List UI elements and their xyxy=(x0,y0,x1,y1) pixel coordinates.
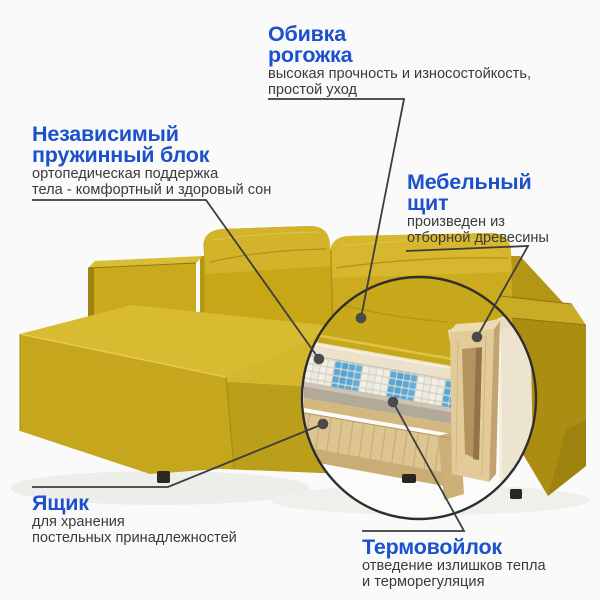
text-line: щит xyxy=(407,191,449,215)
pointer-line-springs xyxy=(32,199,320,360)
felt-layer xyxy=(304,382,452,424)
text-line: отборной древесины xyxy=(407,229,549,246)
sofa-feet xyxy=(157,471,522,499)
text-line: простой уход xyxy=(268,81,358,98)
chaise-section xyxy=(19,305,342,474)
text-line: Обивка xyxy=(268,22,346,46)
callout-dot-panel xyxy=(471,331,483,343)
pointer-dots xyxy=(313,312,483,430)
callout-felt: Термовойлок отведение излишков тепла и т… xyxy=(362,535,546,591)
text-line: и терморегуляция xyxy=(362,573,485,590)
callout-drawer-title: Ящик xyxy=(32,491,237,515)
text-line: произведен из xyxy=(407,214,505,230)
box-foot xyxy=(402,474,416,483)
pointer-line-fabric xyxy=(268,98,406,319)
storage-box xyxy=(302,411,464,500)
callout-fabric: Обивка рогожка высокая прочность и износ… xyxy=(268,22,532,99)
callout-panel: Мебельный щит произведен из отборной дре… xyxy=(407,170,549,247)
callout-panel-title: Мебельный щит xyxy=(407,170,549,215)
callout-dot-drawer xyxy=(317,418,329,430)
cutaway-circle xyxy=(300,275,538,521)
callout-dot-fabric xyxy=(355,312,367,324)
callout-springs-title: Независимый пружинный блок xyxy=(32,122,271,167)
pointer-line-drawer xyxy=(32,423,324,488)
text-line: высокая прочность и износостойкость, xyxy=(268,66,532,82)
text-line: пружинный блок xyxy=(32,143,210,167)
callout-drawer-desc: для хранения постельных принадлежностей xyxy=(32,514,237,547)
callout-dot-felt xyxy=(387,396,399,408)
pointer-line-felt xyxy=(362,401,466,532)
text-line: рогожка xyxy=(268,43,353,67)
callout-dot-springs xyxy=(313,353,325,365)
callout-drawer: Ящик для хранения постельных принадлежно… xyxy=(32,491,237,547)
text-line: тела - комфортный и здоровый сон xyxy=(32,181,272,198)
text-line: Термовойлок xyxy=(362,535,502,559)
callout-springs: Независимый пружинный блок ортопедическа… xyxy=(32,122,272,199)
pointer-lines xyxy=(32,98,530,532)
callout-panel-desc: произведен из отборной древесины xyxy=(407,214,549,247)
text-line: Независимый xyxy=(32,122,179,146)
callout-fabric-title: Обивка рогожка xyxy=(268,22,531,67)
text-line: ортопедическая поддержка xyxy=(32,166,219,182)
foam-layer xyxy=(303,340,453,380)
callout-springs-desc: ортопедическая поддержка тела - комфортн… xyxy=(32,166,272,199)
text-line: для хранения xyxy=(32,514,125,530)
text-line: постельных принадлежностей xyxy=(32,529,237,546)
callout-fabric-desc: высокая прочность и износостойкость, про… xyxy=(268,66,532,99)
text-line: отведение излишков тепла xyxy=(362,558,546,574)
callout-felt-desc: отведение излишков тепла и терморегуляци… xyxy=(362,558,546,591)
pointer-line-panel xyxy=(405,245,530,338)
text-line: Ящик xyxy=(32,491,89,515)
text-line: Мебельный xyxy=(407,170,532,194)
callout-felt-title: Термовойлок xyxy=(362,535,546,559)
seat-rail xyxy=(304,398,452,434)
